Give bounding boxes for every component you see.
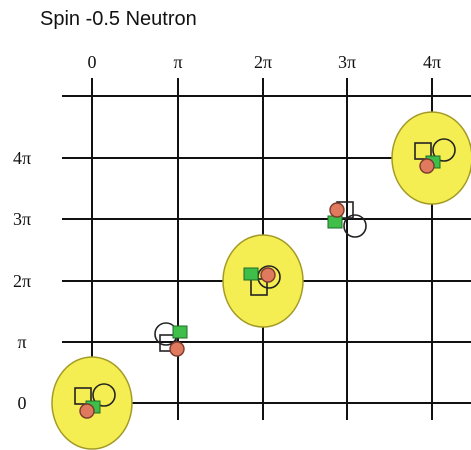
green-square-marker [327,215,343,229]
spin-state-1 [154,322,188,357]
ball-marker [260,267,276,283]
x-tick-label: 3π [338,52,356,72]
ball-marker [329,202,345,218]
y-tick-label: 2π [13,271,31,291]
spin-state-0 [51,356,133,450]
y-tick-labels: 4π 3π 2π π 0 [13,148,31,413]
spin-state-2 [222,234,304,328]
open-square-marker [250,278,268,296]
ball-marker [79,403,95,419]
open-circle-marker [343,214,367,238]
spin-states [51,111,471,450]
spin-state-4 [391,111,471,205]
open-circle-marker [92,383,116,407]
x-tick-label: π [173,52,182,72]
green-square-marker [243,267,259,281]
spin-state-3 [327,201,367,238]
y-tick-label: π [17,332,26,352]
y-tick-label: 4π [13,148,31,168]
diagram-title: Spin -0.5 Neutron [40,8,197,30]
open-square-marker [74,387,92,405]
x-tick-labels: 0 π 2π 3π 4π [88,52,442,72]
y-tick-label: 0 [18,393,27,413]
y-tick-label: 3π [13,209,31,229]
open-square-marker [414,142,432,160]
x-tick-label: 4π [423,52,441,72]
green-square-marker [172,325,188,339]
open-circle-marker [432,138,456,162]
ball-marker [419,158,435,174]
state-halo [222,234,304,328]
ball-marker [169,341,185,357]
x-tick-label: 2π [254,52,272,72]
x-tick-label: 0 [88,52,97,72]
